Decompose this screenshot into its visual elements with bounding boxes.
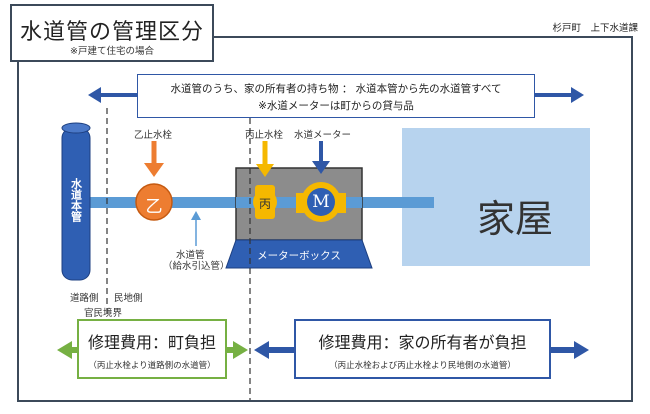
meter-pointer-head [312, 161, 330, 174]
owner-cost-note: （丙止水栓および丙止水栓より民地側の水道管） [329, 361, 516, 371]
page-title: 水道管の管理区分 [19, 20, 204, 45]
ownership-notice-line1: 水道管のうち、家の所有者の持ち物 ： 水道本管から先の水道管すべて [170, 83, 502, 95]
owner-arrow-left [254, 341, 269, 359]
owner-cost-title: 修理費用：家の所有者が負担 [318, 333, 527, 352]
boundary-label: 官民境界 [84, 308, 123, 319]
hei-pointer-head [256, 164, 274, 177]
otsu-valve-label: 乙止水栓 [134, 130, 173, 141]
main-pipe-top [61, 122, 91, 134]
town-arrow-right [233, 341, 248, 359]
main-pipe-label-text: 水道本管 [69, 178, 83, 222]
house-label: 家屋 [476, 197, 553, 241]
ownership-notice-line2: ※水道メーターは町からの貸与品 [258, 100, 414, 112]
owner-arrow-right [574, 341, 589, 359]
diagram-frame [17, 36, 633, 402]
page-subtitle: ※戸建て住宅の場合 [70, 46, 154, 57]
meter-box-label: メーターボックス [257, 250, 341, 262]
private-side-label: 民地側 [114, 293, 143, 304]
ownership-arrow-right-head [571, 87, 584, 103]
hei-valve-glyph: 丙 [258, 197, 271, 211]
owner-arrow-left-stem [268, 347, 294, 353]
town-arrow-left [57, 341, 72, 359]
service-pipe-sublabel: （給水引込管） [163, 261, 230, 272]
town-cost-box: 修理費用：町負担 （丙止水栓より道路側の水道管） [77, 319, 227, 379]
meter-glyph: M [312, 192, 330, 212]
town-arrow-left-stem [71, 347, 77, 353]
owner-arrow-right-stem [551, 347, 575, 353]
town-cost-note: （丙止水栓より道路側の水道管） [88, 361, 216, 371]
town-arrow-right-stem [227, 347, 235, 353]
otsu-valve-glyph: 乙 [145, 197, 163, 217]
town-cost-title: 修理費用：町負担 [87, 333, 216, 352]
service-pipe-pointer-head [191, 211, 201, 220]
owner-cost-box: 修理費用：家の所有者が負担 （丙止水栓および丙止水栓より民地側の水道管） [294, 319, 551, 379]
ownership-notice: 水道管のうち、家の所有者の持ち物 ： 水道本管から先の水道管すべて ※水道メータ… [137, 74, 535, 118]
meter-fitting-right [338, 193, 346, 213]
meter-box-base [225, 239, 373, 269]
main-pipe-label: 水道本管 [62, 178, 90, 227]
road-side-label: 道路側 [70, 293, 99, 304]
ownership-arrow-left-head [88, 87, 101, 103]
hei-valve-label: 丙止水栓 [245, 130, 284, 141]
otsu-pointer-head [144, 163, 164, 177]
service-pipe-label: 水道管 [176, 250, 205, 261]
hei-valve [253, 190, 277, 214]
title-box: 水道管の管理区分 ※戸建て住宅の場合 [10, 4, 214, 62]
meter-fitting-left [296, 193, 304, 213]
otsu-valve [135, 183, 173, 221]
water-meter-face [307, 188, 335, 216]
department-label: 杉戸町 上下水道課 [552, 23, 638, 34]
meter-label: 水道メーター [294, 130, 352, 141]
